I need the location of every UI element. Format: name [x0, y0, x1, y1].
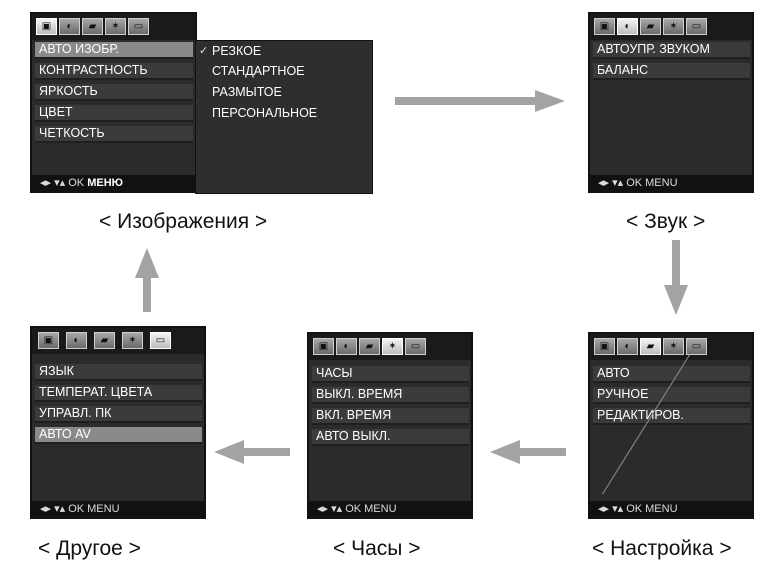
photo-icon[interactable]: ▣: [38, 332, 59, 349]
menu-item-pc-control[interactable]: УПРАВЛ. ПК: [35, 406, 202, 423]
checkmark-icon: ✓: [199, 45, 209, 57]
arrow-left-icon: [490, 440, 566, 464]
menu-item-on-time[interactable]: ВКЛ. ВРЕМЯ: [312, 408, 469, 425]
menu-footer: ◂▸ ▾▴ OK MENU: [309, 501, 471, 517]
menu-item-sharpness[interactable]: ЧЕТКОСТЬ: [35, 126, 193, 143]
clock-icon[interactable]: ✶: [382, 338, 403, 355]
photo-icon[interactable]: ▣: [36, 18, 57, 35]
caption-sound: < Звук >: [626, 210, 706, 233]
menu-item-brightness[interactable]: ЯРКОСТЬ: [35, 84, 193, 101]
clock-icon[interactable]: ✶: [663, 338, 684, 355]
setup-icon[interactable]: ▰: [82, 18, 103, 35]
submenu-item-standard[interactable]: СТАНДАРТНОЕ: [212, 64, 305, 78]
other-icon[interactable]: ▭: [686, 18, 707, 35]
image-menu-screen: ▣ ◐ ▰ ✶ ▭ АВТО ИЗОБР. КОНТРАСТНОСТЬ ЯРКО…: [30, 12, 197, 193]
sound-icon[interactable]: ◐: [59, 18, 80, 35]
sound-icon[interactable]: ◐: [66, 332, 87, 349]
sound-icon[interactable]: ◐: [617, 338, 638, 355]
submenu-item-soft[interactable]: РАЗМЫТОЕ: [212, 85, 282, 99]
menu-footer: ◂▸ ▾▴ OK MENU: [590, 175, 752, 191]
navigation-arrows-icon: ◂▸ ▾▴: [40, 177, 66, 189]
photo-icon[interactable]: ▣: [313, 338, 334, 355]
clock-icon[interactable]: ✶: [663, 18, 684, 35]
sound-icon[interactable]: ◐: [617, 18, 638, 35]
menu-tab-bar: ▣ ◐ ▰ ✶ ▭: [309, 334, 471, 360]
sound-menu-screen: ▣ ◐ ▰ ✶ ▭ АВТОУПР. ЗВУКОМ БАЛАНС ◂▸ ▾▴ O…: [588, 12, 754, 193]
menu-item-edit[interactable]: РЕДАКТИРОВ.: [593, 408, 750, 425]
menu-footer: ◂▸ ▾▴ OK МЕНЮ: [32, 175, 195, 191]
menu-item-auto-image[interactable]: АВТО ИЗОБР.: [35, 42, 193, 59]
clock-menu-screen: ▣ ◐ ▰ ✶ ▭ ЧАСЫ ВЫКЛ. ВРЕМЯ ВКЛ. ВРЕМЯ АВ…: [307, 332, 473, 519]
setup-icon[interactable]: ▰: [640, 338, 661, 355]
menu-item-auto-volume[interactable]: АВТОУПР. ЗВУКОМ: [593, 42, 750, 59]
submenu-item-custom[interactable]: ПЕРСОНАЛЬНОЕ: [212, 106, 318, 120]
caption-image: < Изображения >: [99, 210, 268, 233]
menu-tab-bar: ▣ ◐ ▰ ✶ ▭: [590, 334, 752, 360]
other-menu-screen: ▣ ◐ ▰ ✶ ▭ ЯЗЫК ТЕМПЕРАТ. ЦВЕТА УПРАВЛ. П…: [30, 326, 206, 519]
menu-item-manual[interactable]: РУЧНОЕ: [593, 387, 750, 404]
submenu-item-sharp[interactable]: ✓ РЕЗКОЕ: [199, 44, 262, 58]
menu-item-contrast[interactable]: КОНТРАСТНОСТЬ: [35, 63, 193, 80]
menu-tab-bar: ▣ ◐ ▰ ✶ ▭: [32, 14, 195, 40]
setup-icon[interactable]: ▰: [359, 338, 380, 355]
clock-icon[interactable]: ✶: [122, 332, 143, 349]
menu-item-color[interactable]: ЦВЕТ: [35, 105, 193, 122]
menu-item-auto-av[interactable]: АВТО AV: [35, 427, 202, 444]
menu-item-auto-off[interactable]: АВТО ВЫКЛ.: [312, 429, 469, 446]
arrow-up-icon: [135, 248, 159, 312]
caption-setup: < Настройка >: [592, 537, 732, 560]
menu-tab-bar: ▣ ◐ ▰ ✶ ▭: [590, 14, 752, 40]
caption-clock: < Часы >: [333, 537, 421, 560]
other-icon[interactable]: ▭: [128, 18, 149, 35]
arrow-down-icon: [664, 240, 688, 315]
menu-footer: ◂▸ ▾▴ OK MENU: [32, 501, 204, 517]
photo-icon[interactable]: ▣: [594, 18, 615, 35]
other-icon[interactable]: ▭: [405, 338, 426, 355]
clock-icon[interactable]: ✶: [105, 18, 126, 35]
sound-icon[interactable]: ◐: [336, 338, 357, 355]
footer-menu-label: МЕНЮ: [87, 177, 123, 189]
footer-ok: OK: [68, 177, 85, 189]
menu-item-clock[interactable]: ЧАСЫ: [312, 366, 469, 383]
other-icon[interactable]: ▭: [150, 332, 171, 349]
menu-item-balance[interactable]: БАЛАНС: [593, 63, 750, 80]
setup-menu-screen: ▣ ◐ ▰ ✶ ▭ АВТО РУЧНОЕ РЕДАКТИРОВ. ◂▸ ▾▴ …: [588, 332, 754, 519]
menu-tab-bar: ▣ ◐ ▰ ✶ ▭: [32, 328, 204, 354]
arrow-left-icon: [214, 440, 290, 464]
menu-item-language[interactable]: ЯЗЫК: [35, 364, 202, 381]
setup-icon[interactable]: ▰: [640, 18, 661, 35]
caption-other: < Другое >: [38, 537, 141, 560]
arrow-right-icon: [395, 90, 565, 112]
photo-icon[interactable]: ▣: [594, 338, 615, 355]
menu-item-color-temp[interactable]: ТЕМПЕРАТ. ЦВЕТА: [35, 385, 202, 402]
other-icon[interactable]: ▭: [686, 338, 707, 355]
setup-icon[interactable]: ▰: [94, 332, 115, 349]
menu-footer: ◂▸ ▾▴ OK MENU: [590, 501, 752, 517]
auto-image-submenu: ✓ РЕЗКОЕ СТАНДАРТНОЕ РАЗМЫТОЕ ПЕРСОНАЛЬН…: [195, 40, 373, 194]
menu-item-off-time[interactable]: ВЫКЛ. ВРЕМЯ: [312, 387, 469, 404]
